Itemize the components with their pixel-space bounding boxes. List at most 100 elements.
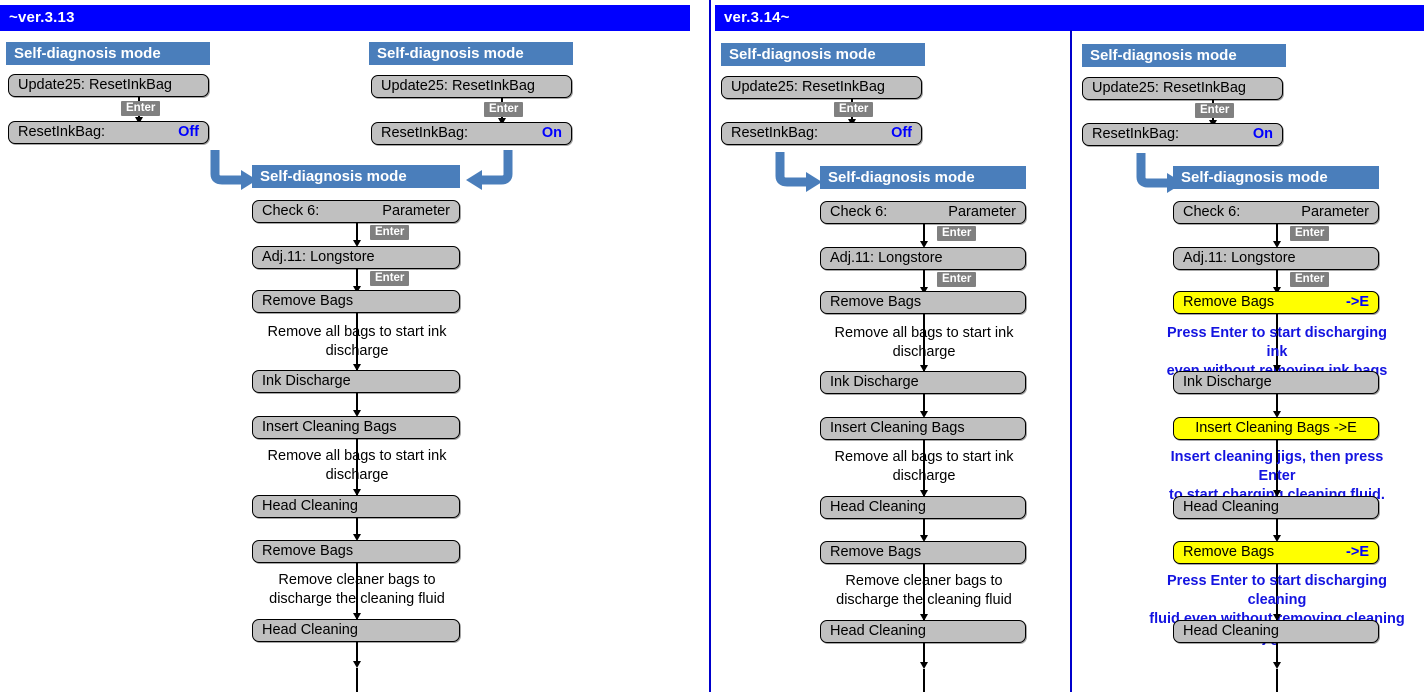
panel-divider bbox=[709, 0, 711, 692]
node-label: Adj.11: Longstore bbox=[262, 249, 375, 265]
node-head-cleaning-2-v313[interactable]: Head Cleaning bbox=[252, 619, 460, 642]
node-insert-cleaning-bags-v314-on[interactable]: Insert Cleaning Bags ->E bbox=[1173, 417, 1379, 440]
enter-badge-v314-off-adj: Enter bbox=[937, 272, 977, 287]
flow-line bbox=[1276, 564, 1278, 620]
note-remove-all-bags-1-v313: Remove all bags to start ink discharge bbox=[267, 324, 447, 359]
panel-title-ver-3-14: ver.3.14~ bbox=[715, 5, 1424, 31]
node-label: Head Cleaning bbox=[830, 623, 926, 639]
enter-badge-v313-on: Enter bbox=[484, 102, 524, 117]
node-update25-v314-on[interactable]: Update25: ResetInkBag bbox=[1082, 77, 1283, 100]
node-resetinkbag-v313-off[interactable]: ResetInkBag: Off bbox=[8, 121, 209, 144]
node-label: Head Cleaning bbox=[830, 499, 926, 515]
node-label: Ink Discharge bbox=[1183, 374, 1272, 390]
node-label: Head Cleaning bbox=[262, 498, 358, 514]
node-label: Update25: ResetInkBag bbox=[18, 77, 172, 93]
node-ink-discharge-v314-on[interactable]: Ink Discharge bbox=[1173, 371, 1379, 394]
sd-header-v313-off: Self-diagnosis mode bbox=[6, 42, 210, 65]
node-label: Ink Discharge bbox=[262, 373, 351, 389]
node-insert-cleaning-bags-v314-off[interactable]: Insert Cleaning Bags bbox=[820, 417, 1026, 440]
node-label: ResetInkBag: bbox=[18, 124, 106, 140]
node-resetinkbag-v314-off[interactable]: ResetInkBag: Off bbox=[721, 122, 922, 145]
node-value: On bbox=[541, 125, 562, 141]
node-insert-cleaning-bags-v313[interactable]: Insert Cleaning Bags bbox=[252, 416, 460, 439]
node-value: Parameter bbox=[1301, 204, 1369, 220]
enter-badge-v314-on-check: Enter bbox=[1290, 226, 1330, 241]
node-remove-bags-1-v313[interactable]: Remove Bags bbox=[252, 290, 460, 313]
note-remove-cleaner-bags-v313: Remove cleaner bags to discharge the cle… bbox=[269, 572, 445, 607]
sd-header-v314-off: Self-diagnosis mode bbox=[721, 43, 925, 66]
node-label: Check 6: bbox=[262, 203, 320, 219]
panel-title-ver-3-13: ~ver.3.13 bbox=[0, 5, 690, 31]
node-value: ->E bbox=[1346, 544, 1369, 560]
node-adj11-v313[interactable]: Adj.11: Longstore bbox=[252, 246, 460, 269]
node-update25-v314-off[interactable]: Update25: ResetInkBag bbox=[721, 76, 922, 99]
node-remove-bags-2-v314-off[interactable]: Remove Bags bbox=[820, 541, 1026, 564]
flow-line bbox=[923, 564, 925, 620]
node-ink-discharge-v314-off[interactable]: Ink Discharge bbox=[820, 371, 1026, 394]
branch-arrow-right-icon bbox=[775, 152, 822, 192]
flow-line bbox=[1276, 314, 1278, 372]
node-head-cleaning-1-v313[interactable]: Head Cleaning bbox=[252, 495, 460, 518]
node-label: ResetInkBag: bbox=[381, 125, 469, 141]
flow-line bbox=[923, 314, 925, 372]
note-remove-all-bags-1-v314-off: Remove all bags to start ink discharge bbox=[834, 325, 1014, 360]
enter-badge-v314-off-check: Enter bbox=[937, 226, 977, 241]
node-resetinkbag-v313-on[interactable]: ResetInkBag: On bbox=[371, 122, 572, 145]
node-ink-discharge-v313[interactable]: Ink Discharge bbox=[252, 370, 460, 393]
node-adj11-v314-on[interactable]: Adj.11: Longstore bbox=[1173, 247, 1379, 270]
node-value: ->E bbox=[1346, 294, 1369, 310]
node-head-cleaning-2-v314-on[interactable]: Head Cleaning bbox=[1173, 620, 1379, 643]
node-label: Check 6: bbox=[830, 204, 888, 220]
sd-header-v314-off-flow: Self-diagnosis mode bbox=[820, 166, 1026, 189]
panel-ver-3-14: ver.3.14~ Self-diagnosis mode Update25: … bbox=[710, 0, 1424, 692]
enter-badge-v313-adj: Enter bbox=[370, 271, 410, 286]
flow-line bbox=[1276, 440, 1278, 496]
node-label: Remove Bags bbox=[830, 544, 922, 560]
node-value: Parameter bbox=[382, 203, 450, 219]
panel-ver-3-13: ~ver.3.13 Self-diagnosis mode Update25: … bbox=[0, 0, 709, 692]
enter-badge-v314-off: Enter bbox=[834, 102, 874, 117]
enter-badge-v314-on: Enter bbox=[1195, 103, 1235, 118]
node-update25-v313-on[interactable]: Update25: ResetInkBag bbox=[371, 75, 572, 98]
note-remove-all-bags-2-v314-off: Remove all bags to start ink discharge bbox=[834, 449, 1014, 484]
node-check6-v314-off[interactable]: Check 6: Parameter bbox=[820, 201, 1026, 224]
node-label: Insert Cleaning Bags bbox=[262, 419, 397, 435]
note-remove-cleaner-bags-v314-off: Remove cleaner bags to discharge the cle… bbox=[836, 573, 1012, 608]
node-remove-bags-2-v314-on[interactable]: Remove Bags ->E bbox=[1173, 541, 1379, 564]
node-label: Insert Cleaning Bags bbox=[830, 420, 965, 436]
flow-line bbox=[923, 440, 925, 496]
enter-badge-v314-on-adj: Enter bbox=[1290, 272, 1330, 287]
node-value: On bbox=[1252, 126, 1273, 142]
enter-badge-v313-off: Enter bbox=[121, 101, 161, 116]
node-value: Parameter bbox=[948, 204, 1016, 220]
node-check6-v313[interactable]: Check 6: Parameter bbox=[252, 200, 460, 223]
node-head-cleaning-2-v314-off[interactable]: Head Cleaning bbox=[820, 620, 1026, 643]
node-update25-v313-off[interactable]: Update25: ResetInkBag bbox=[8, 74, 209, 97]
node-resetinkbag-v314-on[interactable]: ResetInkBag: On bbox=[1082, 123, 1283, 146]
node-label: Update25: ResetInkBag bbox=[1092, 80, 1246, 96]
sd-header-v313-on: Self-diagnosis mode bbox=[369, 42, 573, 65]
node-label: Adj.11: Longstore bbox=[1183, 250, 1296, 266]
node-label: ResetInkBag: bbox=[731, 125, 819, 141]
flow-line bbox=[923, 669, 925, 692]
note-remove-all-bags-2-v313: Remove all bags to start ink discharge bbox=[267, 448, 447, 483]
node-label: Ink Discharge bbox=[830, 374, 919, 390]
node-remove-bags-1-v314-on[interactable]: Remove Bags ->E bbox=[1173, 291, 1379, 314]
node-label: Remove Bags bbox=[262, 293, 354, 309]
node-check6-v314-on[interactable]: Check 6: Parameter bbox=[1173, 201, 1379, 224]
column-divider bbox=[1070, 30, 1072, 692]
node-head-cleaning-1-v314-off[interactable]: Head Cleaning bbox=[820, 496, 1026, 519]
node-label: Remove Bags bbox=[1183, 544, 1275, 560]
node-label: Adj.11: Longstore bbox=[830, 250, 943, 266]
flow-line bbox=[356, 668, 358, 692]
node-adj11-v314-off[interactable]: Adj.11: Longstore bbox=[820, 247, 1026, 270]
flow-line bbox=[356, 563, 358, 619]
node-label: Update25: ResetInkBag bbox=[731, 79, 885, 95]
flow-line bbox=[356, 439, 358, 495]
node-remove-bags-2-v313[interactable]: Remove Bags bbox=[252, 540, 460, 563]
node-label: Head Cleaning bbox=[1183, 499, 1279, 515]
node-head-cleaning-1-v314-on[interactable]: Head Cleaning bbox=[1173, 496, 1379, 519]
node-remove-bags-1-v314-off[interactable]: Remove Bags bbox=[820, 291, 1026, 314]
node-label: Update25: ResetInkBag bbox=[381, 78, 535, 94]
flow-line bbox=[356, 313, 358, 371]
